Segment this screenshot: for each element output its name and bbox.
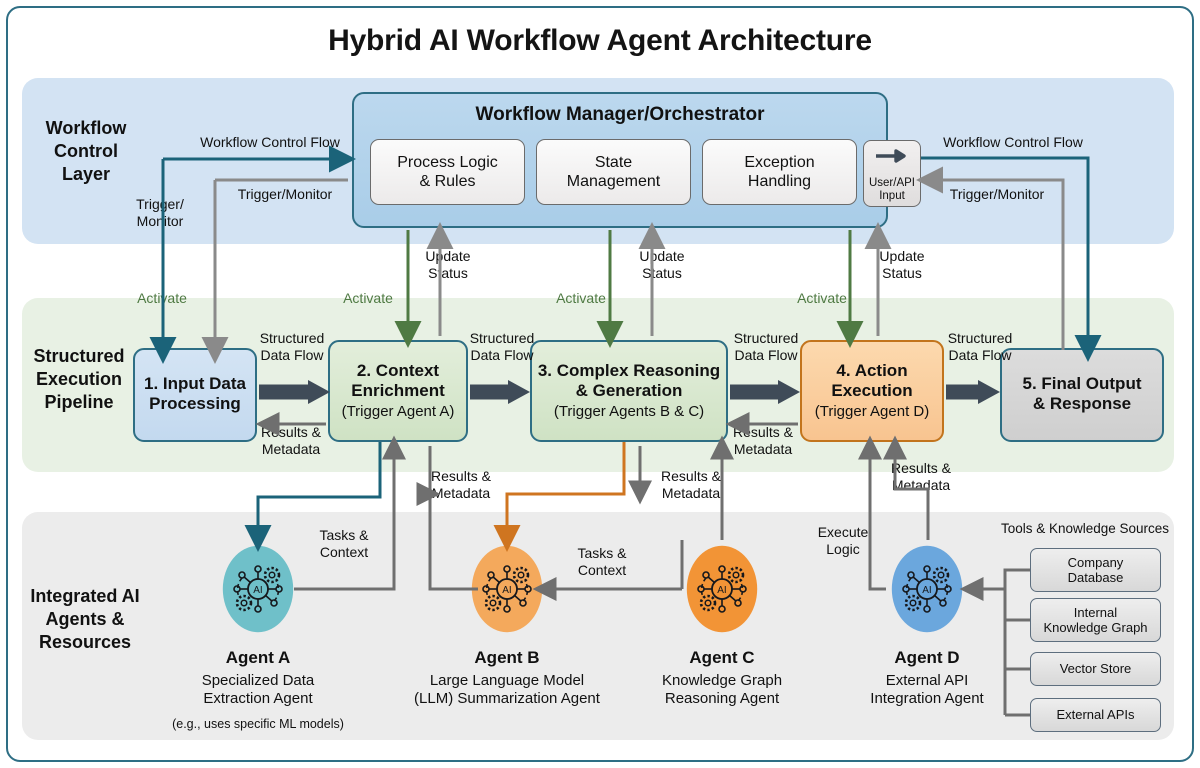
flow-label-results-metadata-3: Results &Metadata — [431, 468, 491, 501]
tool-vector-store[interactable]: Vector Store — [1030, 652, 1161, 686]
svg-text:AI: AI — [502, 585, 511, 596]
flow-label-workflow-control-flow-left: Workflow Control Flow — [200, 134, 340, 150]
flow-label-results-metadata-1: Results &Metadata — [261, 424, 321, 457]
flow-label-activate-4: Activate — [797, 290, 847, 306]
pipeline-step-5-final-output-response[interactable]: 5. Final Output& Response — [1000, 348, 1164, 442]
step-title: 3. Complex Reasoning& Generation — [537, 360, 721, 400]
flow-label-results-metadata-4: Results &Metadata — [661, 468, 721, 501]
arrow-right-icon — [874, 148, 910, 169]
agent-a-name: Agent A — [225, 648, 291, 667]
agent-d-name: Agent D — [894, 648, 960, 667]
tool-label: Vector Store — [1059, 661, 1132, 677]
tool-external-apis[interactable]: External APIs — [1030, 698, 1161, 732]
agent-b-icon-oval[interactable]: AI — [471, 545, 543, 633]
step-title: 5. Final Output& Response — [1022, 373, 1142, 413]
pipeline-step-3-complex-reasoning-generation[interactable]: 3. Complex Reasoning& Generation (Trigge… — [530, 340, 728, 442]
tools-knowledge-sources-title: Tools & Knowledge Sources — [1000, 521, 1170, 536]
layer-band-integrated-agents — [22, 512, 1174, 740]
flow-label-results-metadata-5: Results &Metadata — [891, 460, 951, 493]
flow-label-tasks-context-1: Tasks &Context — [319, 527, 369, 560]
agent-d-icon-oval[interactable]: AI — [891, 545, 963, 633]
flow-label-activate-2: Activate — [343, 290, 393, 306]
page-title: Hybrid AI Workflow Agent Architecture — [328, 24, 872, 57]
agent-a-icon-oval[interactable]: AI — [222, 545, 294, 633]
agent-b-name: Agent B — [474, 648, 540, 667]
flow-label-activate-1: Activate — [137, 290, 187, 306]
workflow-manager-orchestrator[interactable]: Workflow Manager/Orchestrator Process Lo… — [352, 92, 888, 228]
flow-label-trigger-monitor-right: Trigger/Monitor — [949, 186, 1045, 202]
tool-label: External APIs — [1056, 707, 1135, 723]
agent-c-name: Agent C — [689, 648, 755, 667]
step-subtitle: (Trigger Agent D) — [814, 403, 930, 421]
step-subtitle: (Trigger Agent A) — [341, 403, 455, 421]
orchestrator-title: Workflow Manager/Orchestrator — [475, 104, 765, 125]
agent-c-icon-oval[interactable]: AI — [686, 545, 758, 633]
step-subtitle: (Trigger Agents B & C) — [553, 403, 705, 421]
flow-label-tasks-context-2: Tasks &Context — [577, 545, 627, 578]
flow-label-activate-3: Activate — [556, 290, 606, 306]
flow-label-results-metadata-2: Results &Metadata — [733, 424, 793, 457]
module-label: Process Logic& Rules — [397, 153, 498, 190]
flow-label-trigger-monitor-left-inner: Trigger/Monitor — [237, 186, 333, 202]
svg-text:AI: AI — [253, 585, 262, 596]
orchestrator-module-process-logic[interactable]: Process Logic& Rules — [370, 139, 525, 205]
flow-label-workflow-control-flow-right: Workflow Control Flow — [943, 134, 1083, 150]
agent-a-note: (e.g., uses specific ML models) — [172, 717, 344, 731]
flow-label-trigger-monitor-left-outer: Trigger/Monitor — [136, 196, 184, 229]
svg-text:AI: AI — [717, 585, 726, 596]
svg-text:AI: AI — [922, 585, 931, 596]
agent-b-description: Large Language Model(LLM) Summarization … — [414, 672, 600, 708]
